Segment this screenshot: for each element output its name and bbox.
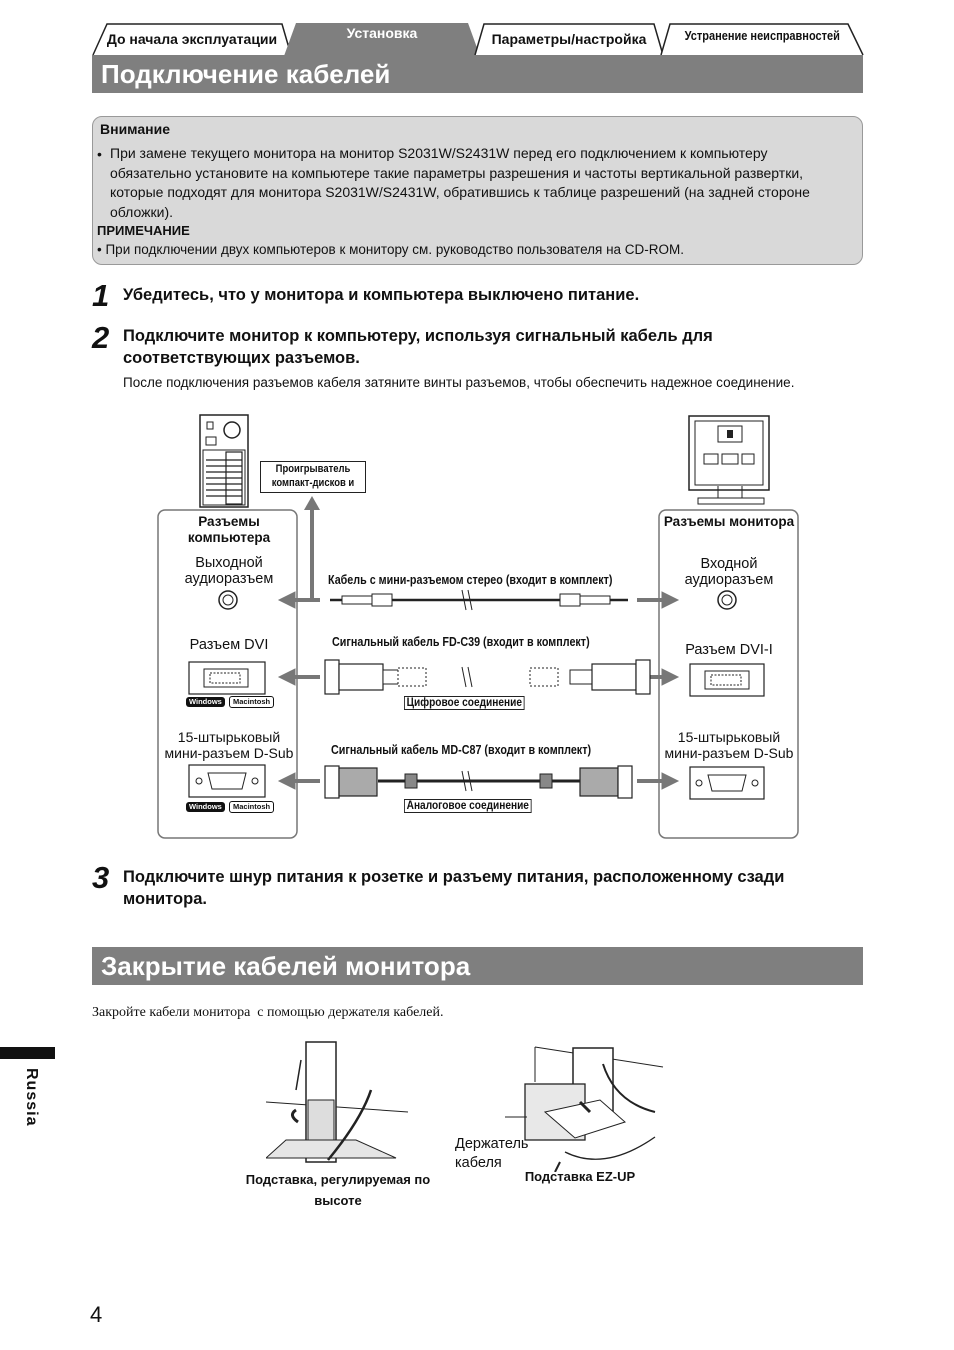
cd-player-label: Проигрыватель компакт-дисков и т.д. [260,461,366,493]
dsub-cable [324,765,633,799]
step-subtext: После подключения разъемов кабеля затяни… [123,375,795,390]
height-stand-illustration [266,1041,409,1163]
tab-label: Устранение неисправностей [684,29,840,43]
section-title-cover: Закрытие кабелей монитора [92,947,863,985]
tab-before-use[interactable]: До начала эксплуатации [92,22,292,56]
bullet-icon: • [97,146,102,162]
dvi-port-monitor [689,663,765,697]
tab-troubleshooting[interactable]: Устранение неисправностей [660,22,864,56]
macintosh-badge: Macintosh [229,801,275,813]
dsub-port-pc [188,764,266,798]
audio-cable [330,589,628,611]
tab-installation[interactable]: Установка [284,22,480,56]
dvi-monitor-label: Разъем DVI-I [685,642,773,658]
dvi-port-pc [188,661,266,695]
audio-cable-label: Кабель с мини-разъемом стерео (входит в … [328,573,613,587]
note-title: ПРИМЕЧАНИЕ [97,223,190,238]
windows-badge: Windows [186,802,225,812]
tab-label: Установка [346,25,418,41]
height-stand-label: Подставка, регулируемая по высоте [245,1172,431,1208]
dsub-port-monitor [689,766,765,800]
dvi-cable [324,659,651,695]
section-title-cables: Подключение кабелей [92,55,863,93]
attention-text: При замене текущего монитора на монитор … [110,145,810,220]
note-text: • При подключении двух компьютеров к мон… [97,242,685,257]
step-number: 1 [92,278,110,313]
step-number: 3 [92,860,110,895]
side-tab-bar [0,1047,55,1059]
digital-connection-label: Цифровое соединение [404,696,525,710]
language-tab: Russia [23,1068,40,1127]
macintosh-badge: Macintosh [229,696,275,708]
dsub-monitor-label: 15-штырьковый мини-разъем D-Sub [664,729,794,761]
tab-bar: До начала эксплуатации Установка Парамет… [92,22,864,56]
dsub-pc-label: 15-штырьковый мини-разъем D-Sub [164,729,294,761]
dsub-cable-label: Сигнальный кабель MD-C87 (входит в компл… [331,743,592,757]
audio-out-jack [218,590,238,610]
notice-box: Внимание • При замене текущего монитора … [92,116,863,265]
step-text: Подключите монитор к компьютеру, использ… [123,327,713,367]
monitor-back-illustration [688,415,770,505]
cover-instruction: Закройте кабели монитора с помощью держа… [92,1005,444,1020]
step-text: Подключите шнур питания к розетке и разъ… [123,868,785,908]
tab-settings[interactable]: Параметры/настройка [474,22,664,56]
step-number: 2 [92,320,110,355]
windows-badge: Windows [186,697,225,707]
audio-out-label: Выходной аудиоразъем [184,555,274,587]
monitor-ports-title: Разъемы монитора [663,514,795,529]
tab-label: Параметры/настройка [491,31,647,47]
audio-in-label: Входной аудиоразъем [684,556,774,588]
dvi-cable-label: Сигнальный кабель FD-C39 (входит в компл… [332,635,590,649]
audio-in-jack [717,590,737,610]
pc-ports-title: Разъемы компьютера [187,514,271,545]
step-text: Убедитесь, что у монитора и компьютера в… [123,286,640,304]
analog-connection-label: Аналоговое соединение [404,799,532,813]
page-number: 4 [90,1302,103,1327]
cable-holder-label: Держатель кабеля [455,1136,529,1171]
pc-tower-illustration [199,414,249,508]
dvi-pc-label: Разъем DVI [189,637,269,653]
ezup-stand-label: Подставка EZ-UP [524,1169,636,1184]
connection-diagram [157,414,799,839]
tab-label: До начала эксплуатации [106,31,278,47]
ezup-stand-illustration [505,1046,664,1172]
attention-title: Внимание [100,121,170,137]
